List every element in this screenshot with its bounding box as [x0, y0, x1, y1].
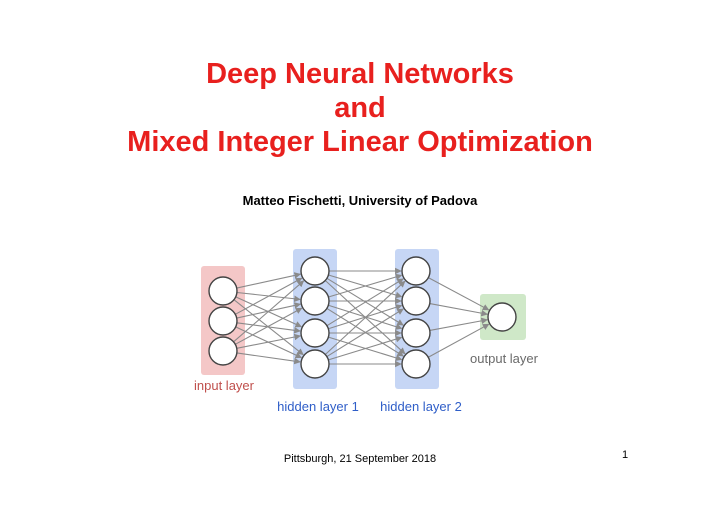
layer-label-3: hidden layer 2	[380, 399, 462, 414]
author-line: Matteo Fischetti, University of Padova	[242, 193, 478, 208]
node-layer2-2	[300, 286, 330, 316]
node-layer3-3	[401, 318, 431, 348]
edge-2-4-1	[324, 280, 406, 355]
edge-2-4-2	[326, 308, 404, 358]
edge-1-1-1	[236, 272, 301, 289]
edge-2-2-1	[328, 273, 403, 298]
edge-1-3-1	[233, 280, 305, 343]
node-layer2-4	[300, 349, 330, 379]
node-layer1-1	[208, 276, 238, 306]
node-layer2-3	[300, 318, 330, 348]
title-line-3: Mixed Integer Linear Optimization	[127, 126, 593, 158]
title-line-1: Deep Neural Networks	[206, 58, 514, 90]
edge-1-2-3	[236, 322, 301, 334]
edge-3-1-1	[428, 277, 490, 311]
edge-1-2-1	[235, 277, 303, 315]
node-layer3-4	[401, 349, 431, 379]
edge-2-4-3	[328, 335, 403, 361]
edge-1-3-2	[235, 307, 303, 345]
node-layer1-3	[208, 336, 238, 366]
node-layer4-1	[487, 302, 517, 332]
edge-2-3-2	[328, 304, 403, 330]
layer-label-2: hidden layer 1	[277, 399, 359, 414]
edge-3-4-1	[428, 323, 490, 358]
node-layer2-1	[300, 256, 330, 286]
slide-title: Deep Neural Networks and Mixed Integer L…	[0, 57, 720, 159]
slide-number: 1	[622, 449, 629, 461]
edge-1-3-3	[236, 333, 301, 349]
layer-label-1: input layer	[194, 378, 255, 393]
edge-3-2-1	[429, 303, 488, 317]
edge-1-3-4	[236, 352, 301, 365]
node-layer1-2	[208, 306, 238, 336]
edge-3-3-1	[429, 317, 488, 331]
node-layer3-1	[401, 256, 431, 286]
title-line-2: and	[334, 92, 386, 124]
edge-2-3-1	[326, 278, 404, 327]
node-layer3-2	[401, 286, 431, 316]
layer-label-4: output layer	[470, 351, 539, 366]
footer-text: Pittsburgh, 21 September 2018	[283, 453, 437, 465]
